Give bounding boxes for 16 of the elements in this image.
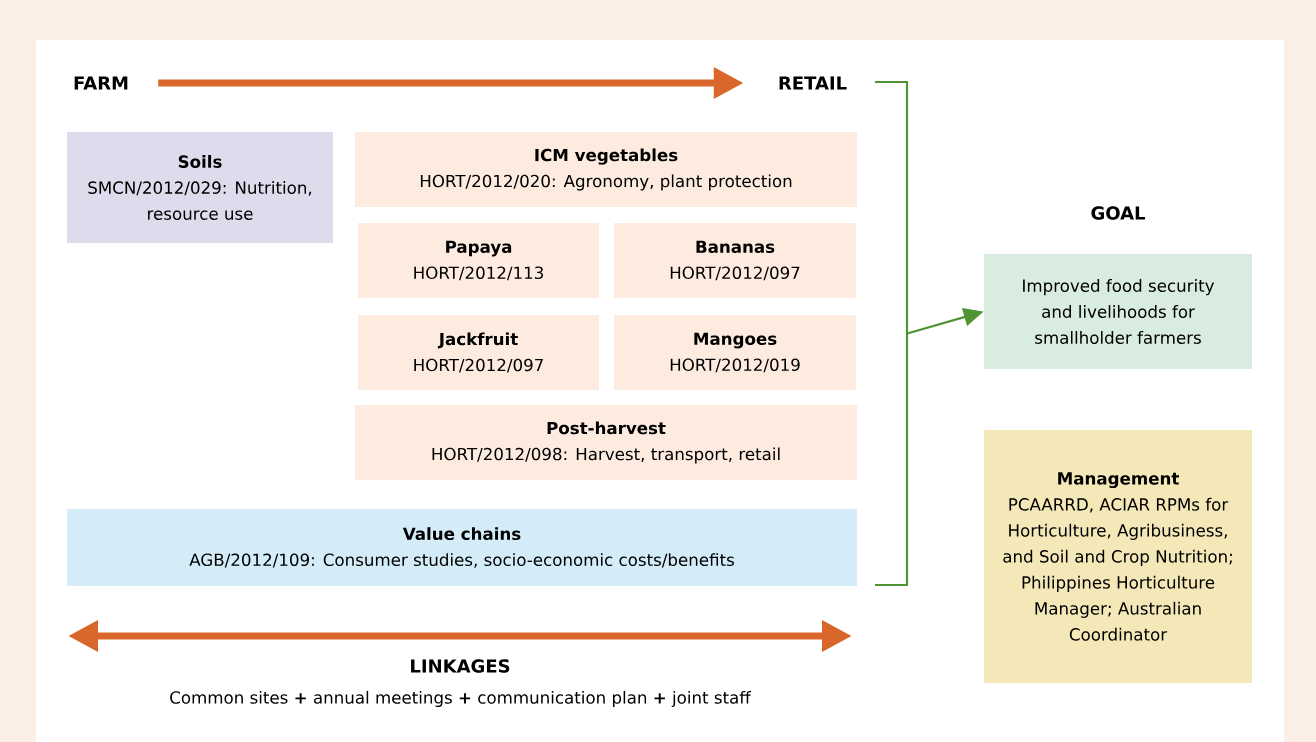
project-box: Papaya HORT/2012/113 [358,223,599,298]
bracket [875,80,909,587]
project-box: ICM vegetables HORT/2012/020: Agronomy, plant protection [355,132,857,207]
project-box: Management PCAARRD, ACIAR RPMs for Horticulture, Agribusiness, and Soil and Crop Nutrition; Philippines Horticulture Manager; Australian Coordinator [984,430,1252,683]
caption-text: Common sites + annual meetings + communication plan + joint staff [170,690,752,708]
heading: GOAL [1091,206,1146,220]
project-box: Bananas HORT/2012/097 [614,223,856,298]
stage-label: RETAIL [779,76,847,90]
heading: LINKAGES [411,659,510,673]
project-box: Soils SMCN/2012/029: Nutrition, resource use [67,132,333,243]
project-box: Jackfruit HORT/2012/097 [358,315,599,390]
project-box: Post-harvest HORT/2012/098: Harvest, transport, retail [355,405,857,480]
stage-label: FARM [74,76,128,90]
goal-box: Improved food security and livelihoods for smallholder farmers [984,254,1252,369]
project-box: Mangoes HORT/2012/019 [614,315,856,390]
project-box: Value chains AGB/2012/109: Consumer studies, socio-economic costs/benefits [67,509,857,586]
